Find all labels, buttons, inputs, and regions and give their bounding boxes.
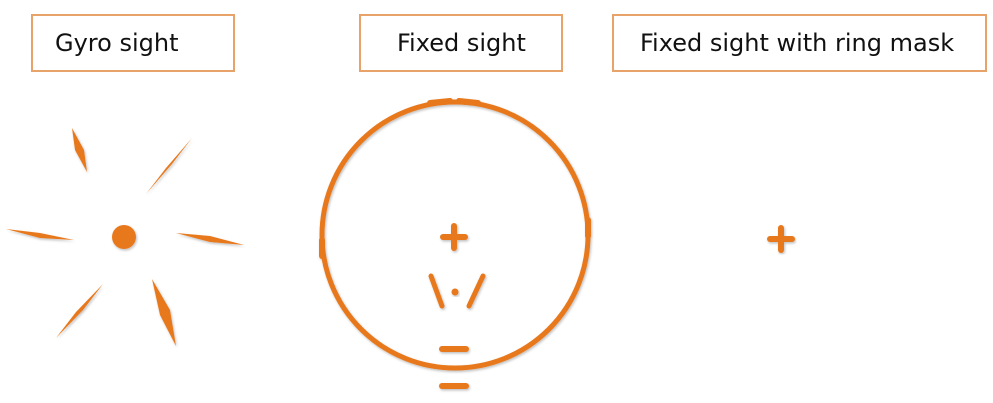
gyro-diamond-left (6, 229, 74, 240)
gyro-diamond-top-right (146, 138, 192, 194)
fixed-center-cross (440, 223, 468, 251)
v-mark-left-leg (428, 273, 445, 309)
gyro-center-dot (112, 225, 136, 249)
fixed-sight-reticle (319, 98, 591, 389)
fixed-ring-mask-label-text: Fixed sight with ring mask (640, 29, 955, 57)
gyro-diamond-bottom-left (56, 284, 103, 338)
ring-mask-center-cross (767, 225, 795, 253)
v-mark-right-leg (466, 273, 486, 309)
fixed-ring-mask-label: Fixed sight with ring mask (612, 14, 987, 72)
gyro-diamond-right (176, 233, 244, 245)
gyro-diamond-bottom-right (152, 279, 176, 346)
v-mark-center-dot (451, 288, 459, 296)
gyro-sight-label: Gyro sight (31, 14, 235, 72)
fixed-sight-label: Fixed sight (359, 14, 563, 72)
gyro-sight-label-text: Gyro sight (55, 29, 179, 57)
ring-tick-top-left (427, 98, 453, 106)
ring-tick-top-right (456, 98, 481, 106)
fixed-sight-label-text: Fixed sight (397, 29, 526, 57)
gyro-sight-reticle (6, 128, 244, 346)
gyro-diamond-top-left (72, 128, 87, 172)
